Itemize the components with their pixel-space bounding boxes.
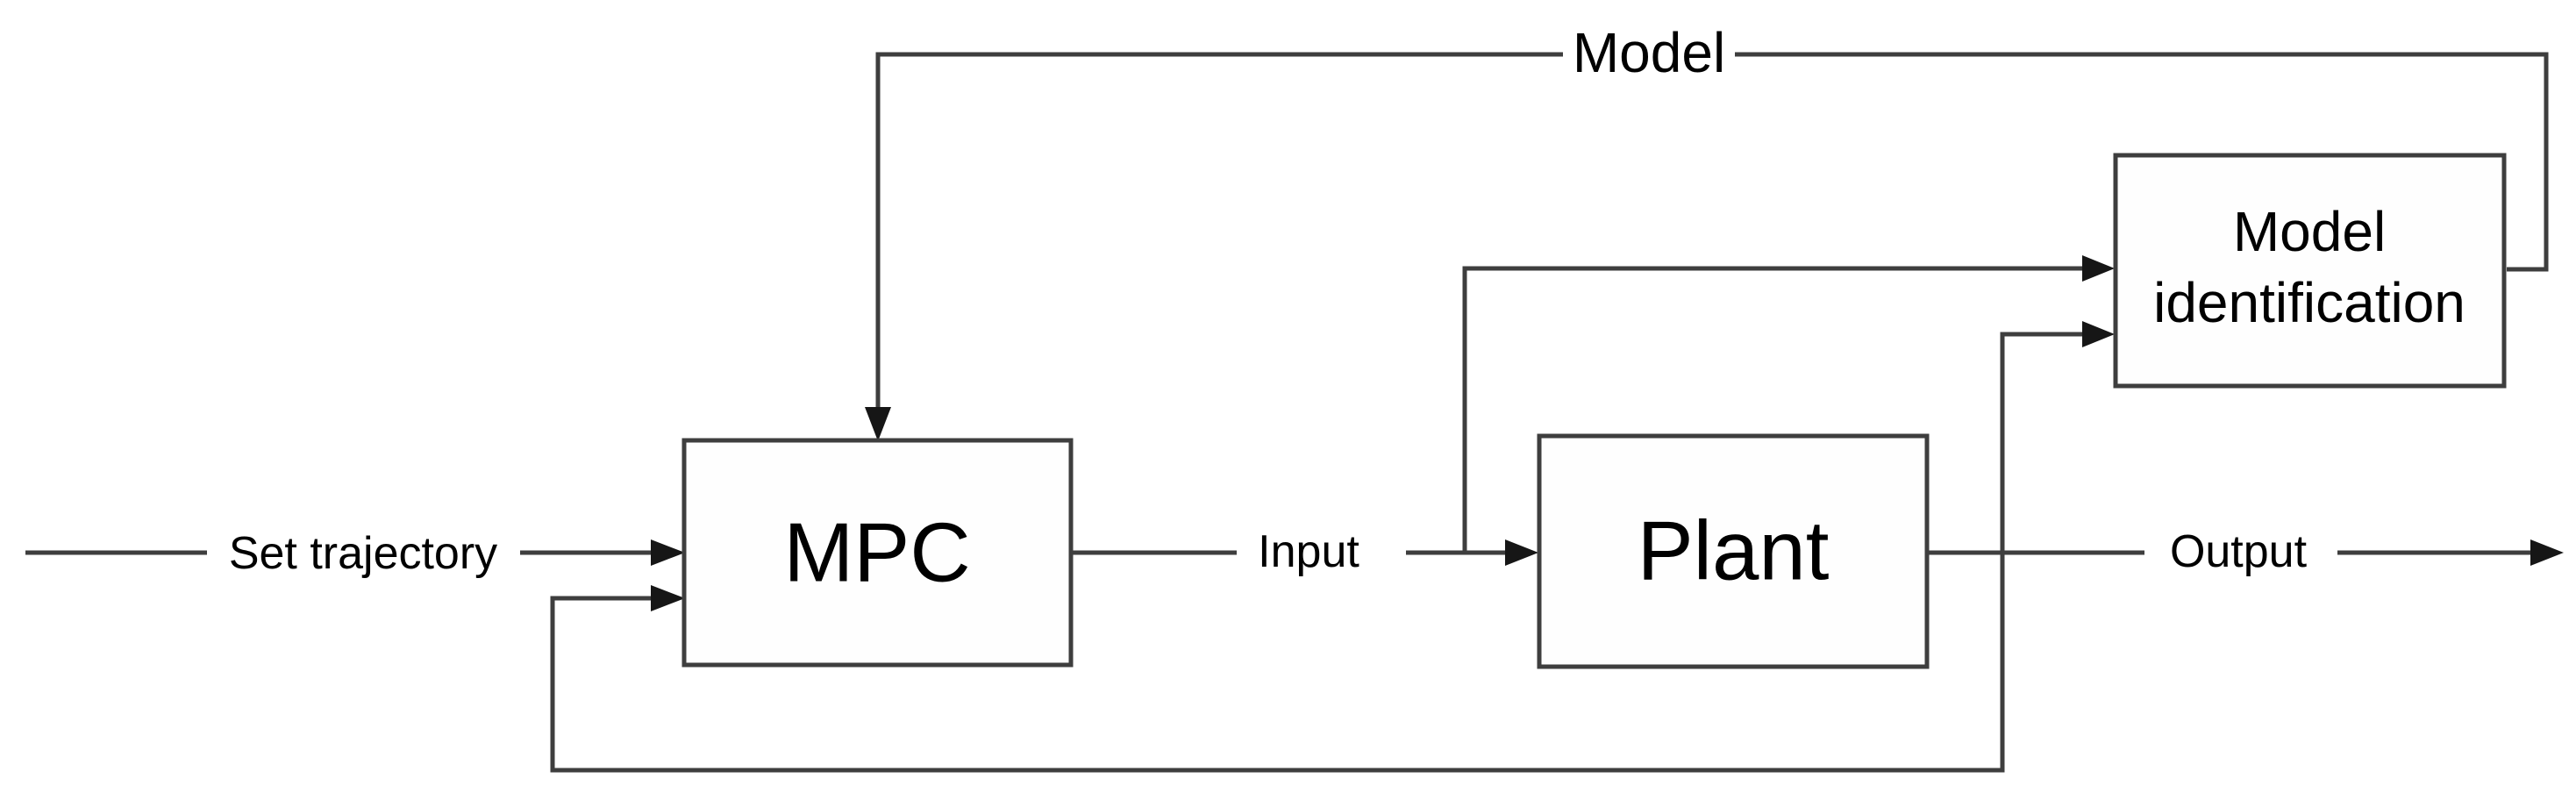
arrowhead-into-model-identification-lower: [2082, 321, 2115, 347]
model-identification-block: Model identification: [2113, 153, 2507, 389]
arrowhead-into-mpc-lower: [651, 585, 685, 611]
arrowhead-into-model-identification-upper: [2082, 255, 2115, 282]
arrowhead-output-end: [2530, 539, 2564, 566]
model-identification-label-line1: Model: [2233, 200, 2386, 263]
mpc-block-box: [681, 438, 1074, 668]
arrowhead-into-mpc-upper: [651, 539, 685, 566]
set-trajectory-label: Set trajectory: [229, 528, 497, 579]
plant-block: Plant: [1537, 433, 1930, 669]
input-to-model-identification-line: [1462, 266, 2084, 553]
input-label: Input: [1258, 526, 1359, 577]
plant-block-label: Plant: [1638, 504, 1830, 598]
mpc-block-label: MPC: [783, 506, 970, 600]
model-feedback-label: Model: [1573, 21, 1725, 84]
model-feedback-to-mpc-line: [875, 52, 1563, 407]
arrowhead-into-mpc-top: [865, 407, 891, 441]
mpc-block: MPC: [681, 438, 1074, 668]
model-identification-label-line2: identification: [2153, 271, 2465, 334]
arrowhead-into-plant: [1505, 539, 1538, 566]
model-identification-block-box: [2113, 153, 2507, 389]
model-identification-output-line: [1735, 52, 2549, 272]
output-label: Output: [2170, 526, 2308, 577]
plant-block-box: [1537, 433, 1930, 669]
output-feedback-loop-line: [550, 332, 2084, 773]
